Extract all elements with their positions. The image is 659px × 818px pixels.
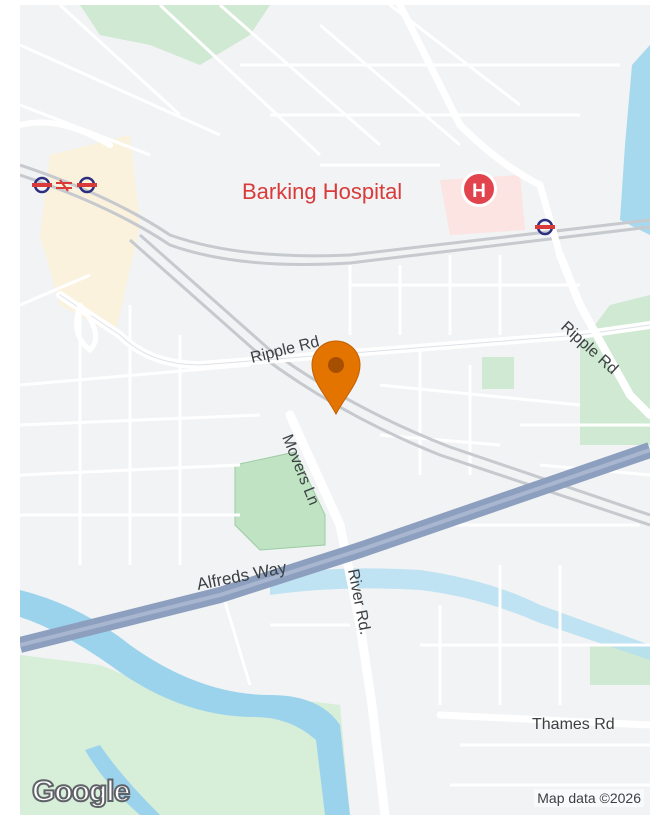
- underground-roundel-icon[interactable]: [32, 176, 52, 194]
- main-roads: [20, 5, 650, 815]
- minor-roads: [20, 5, 650, 787]
- road-label-thames-rd: Thames Rd: [532, 716, 615, 733]
- stream: [85, 745, 160, 815]
- map-graphics: Ripple Rd Ripple Rd Movers Ln River Rd. …: [20, 5, 650, 815]
- hospital-icon[interactable]: H: [461, 171, 497, 207]
- water-area: [620, 45, 650, 235]
- rail-icon[interactable]: [56, 179, 72, 192]
- poi-label-hospital[interactable]: Barking Hospital: [242, 179, 402, 204]
- river: [20, 590, 350, 815]
- map-attribution[interactable]: Map data ©2026: [534, 789, 644, 807]
- alfreds-way-centerline: [20, 448, 650, 647]
- hospital-icon-letter: H: [472, 181, 486, 202]
- map-canvas[interactable]: Ripple Rd Ripple Rd Movers Ln River Rd. …: [20, 5, 650, 815]
- park-area: [80, 5, 270, 65]
- park-area: [234, 451, 326, 551]
- canal: [270, 568, 650, 660]
- google-logo: Google: [31, 774, 131, 809]
- underground-roundel-icon[interactable]: [535, 218, 555, 236]
- park-area: [482, 357, 514, 389]
- map-pin-icon[interactable]: [311, 340, 361, 416]
- underground-roundel-icon[interactable]: [77, 176, 97, 194]
